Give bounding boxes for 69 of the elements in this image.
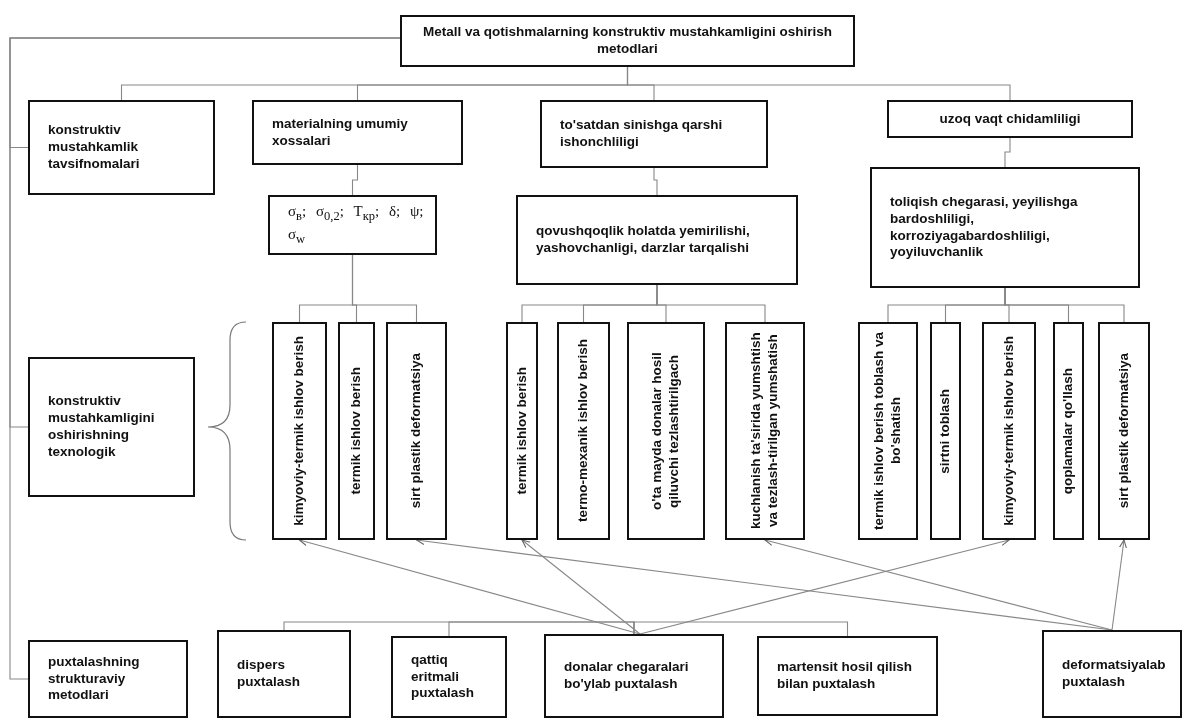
node-text: termik ishlov berish <box>513 367 530 495</box>
arrow <box>1111 539 1127 631</box>
process-box <box>268 195 437 255</box>
process-box <box>887 100 1133 138</box>
vertical-box <box>627 322 705 540</box>
node-text: konstruktiv mustahkamlik tavsifnomalari <box>48 122 141 173</box>
process-box <box>28 100 215 195</box>
node-text: materialning umumiy xossalari <box>272 115 409 150</box>
arrow <box>639 538 1010 635</box>
node-text: dispers puxtalash <box>237 657 302 691</box>
node-text: toliqish chegarasi, yeyilishga bardoshliligi, korroziyagabardoshliligi, yoyiluvchanlik <box>890 193 1079 262</box>
node-text: kimyoviy-termik ishlov berish <box>291 336 308 526</box>
vertical-box <box>506 322 538 540</box>
node-text: sirt plastik deformatsiya <box>1115 353 1132 509</box>
node-text: uzoq vaqt chidamliligi <box>939 110 1081 128</box>
node-text: termik ishlov berish <box>348 367 365 495</box>
node-text: puxtalashning strukturaviy metodlari <box>48 653 141 705</box>
process-box <box>400 15 855 67</box>
vertical-box <box>557 322 610 540</box>
process-box <box>516 195 798 285</box>
process-box <box>540 100 768 168</box>
connector-line <box>633 621 849 637</box>
process-box <box>28 640 188 718</box>
vertical-box <box>930 322 961 540</box>
vertical-box <box>858 322 918 540</box>
process-box <box>757 636 938 716</box>
node-text: to'satdan sinishga qarshi ishonchliligi <box>560 117 724 151</box>
vertical-box <box>338 322 375 540</box>
vertical-box <box>1053 322 1084 540</box>
arrow <box>298 538 641 635</box>
process-box <box>544 634 724 718</box>
node-text: qattiq eritmali puxtalash <box>411 651 476 703</box>
connector-line <box>351 254 418 323</box>
connector-line <box>1004 137 1011 168</box>
vertical-box <box>272 322 327 540</box>
node-text: donalar chegaralari bo'ylab puxtalash <box>564 659 690 693</box>
node-text: martensit hosil qilish bilan puxtalash <box>777 659 914 693</box>
node-text: konstruktiv mustahkamligini oshirishning texnologik <box>48 393 156 461</box>
node-text: termik ishlov berish toblash va bo'shatish <box>871 330 904 532</box>
node-text: qoplamalar qo'llash <box>1060 367 1077 495</box>
node-text: deformatsiyalab puxtalash <box>1062 657 1167 691</box>
connector-line <box>9 37 401 680</box>
vertical-box <box>725 322 805 540</box>
formula-text: σ$_{в}$; σ$_{0,2}$; T$_{кр}$; δ; ψ; σ$_{w}$ <box>288 202 425 248</box>
process-box <box>28 357 195 497</box>
arrow <box>521 539 641 635</box>
process-box <box>217 630 351 718</box>
process-box <box>870 167 1140 288</box>
connector-line <box>653 167 658 196</box>
node-text: termo-mexanik ishlov berish <box>575 339 592 523</box>
connector-line <box>626 66 1011 101</box>
node-text: qovushqoqlik holatda yemirilishi, yashovchanligi, darzlar tarqalishi <box>536 223 751 257</box>
node-text: o'ta mayda donalar hosil qiluvchi tezlashtirilgach <box>649 351 682 512</box>
connector-line <box>448 621 635 637</box>
arrow <box>764 538 1113 631</box>
process-box <box>252 100 463 165</box>
connector-line <box>656 284 766 323</box>
node-text: kuchlanish ta'sirida yumshtish va tezlash-tirilgan yumshatish <box>748 331 781 532</box>
vertical-box <box>1098 322 1150 540</box>
node-text: sirt plastik deformatsiya <box>408 353 425 509</box>
node-text: kimyoviy-termik ishlov berish <box>1000 336 1017 526</box>
vertical-box <box>386 322 447 540</box>
connector-line <box>351 164 359 196</box>
process-box <box>1042 630 1182 718</box>
vertical-box <box>982 322 1036 540</box>
node-text: sirtni toblash <box>937 388 954 474</box>
node-text: Metall va qotishmalarning konstruktiv mustahkamligini oshirish metodlari <box>422 24 833 58</box>
process-box <box>391 636 507 718</box>
connector-line <box>1004 287 1125 323</box>
